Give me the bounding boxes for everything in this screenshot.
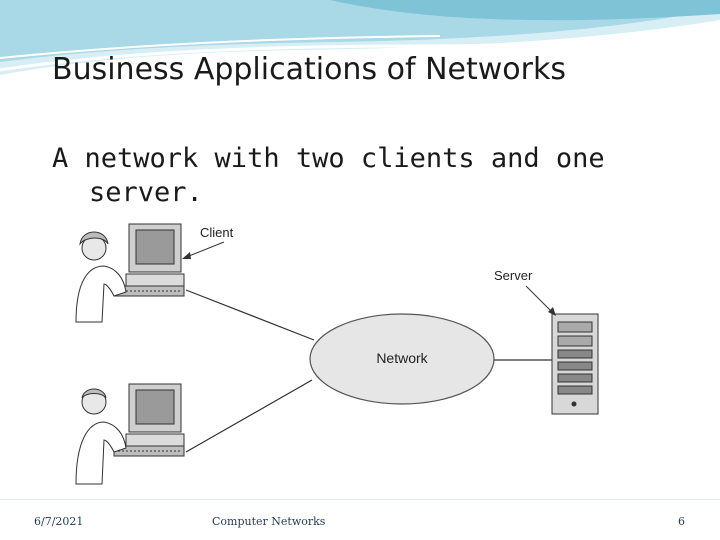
person-icon-top <box>75 231 127 323</box>
network-label: Network <box>376 350 428 366</box>
subtitle-line-2: server. <box>89 177 203 208</box>
footer-title: Computer Networks <box>212 515 326 528</box>
subtitle-line-1: A network with two clients and one <box>52 143 605 174</box>
server-arrow <box>525 285 555 315</box>
client-arrow <box>183 241 225 259</box>
network-cloud <box>309 313 495 405</box>
footer-divider <box>0 499 720 500</box>
network-diagram: Network Client Server <box>74 222 604 494</box>
slide-title: Business Applications of Networks <box>52 52 566 87</box>
server-tower <box>551 313 599 415</box>
client-label: Client <box>200 225 234 240</box>
client-computer-top <box>113 223 185 297</box>
client-computer-bottom <box>113 383 185 457</box>
page-number: 6 <box>678 515 685 528</box>
link-bottom-client <box>185 379 313 453</box>
slide-subtitle: A network with two clients and one serve… <box>15 142 652 210</box>
header-banner <box>0 0 720 75</box>
person-icon-bottom <box>75 388 127 485</box>
server-label: Server <box>494 268 533 283</box>
link-top-client <box>185 289 315 341</box>
footer-date: 6/7/2021 <box>34 515 84 528</box>
